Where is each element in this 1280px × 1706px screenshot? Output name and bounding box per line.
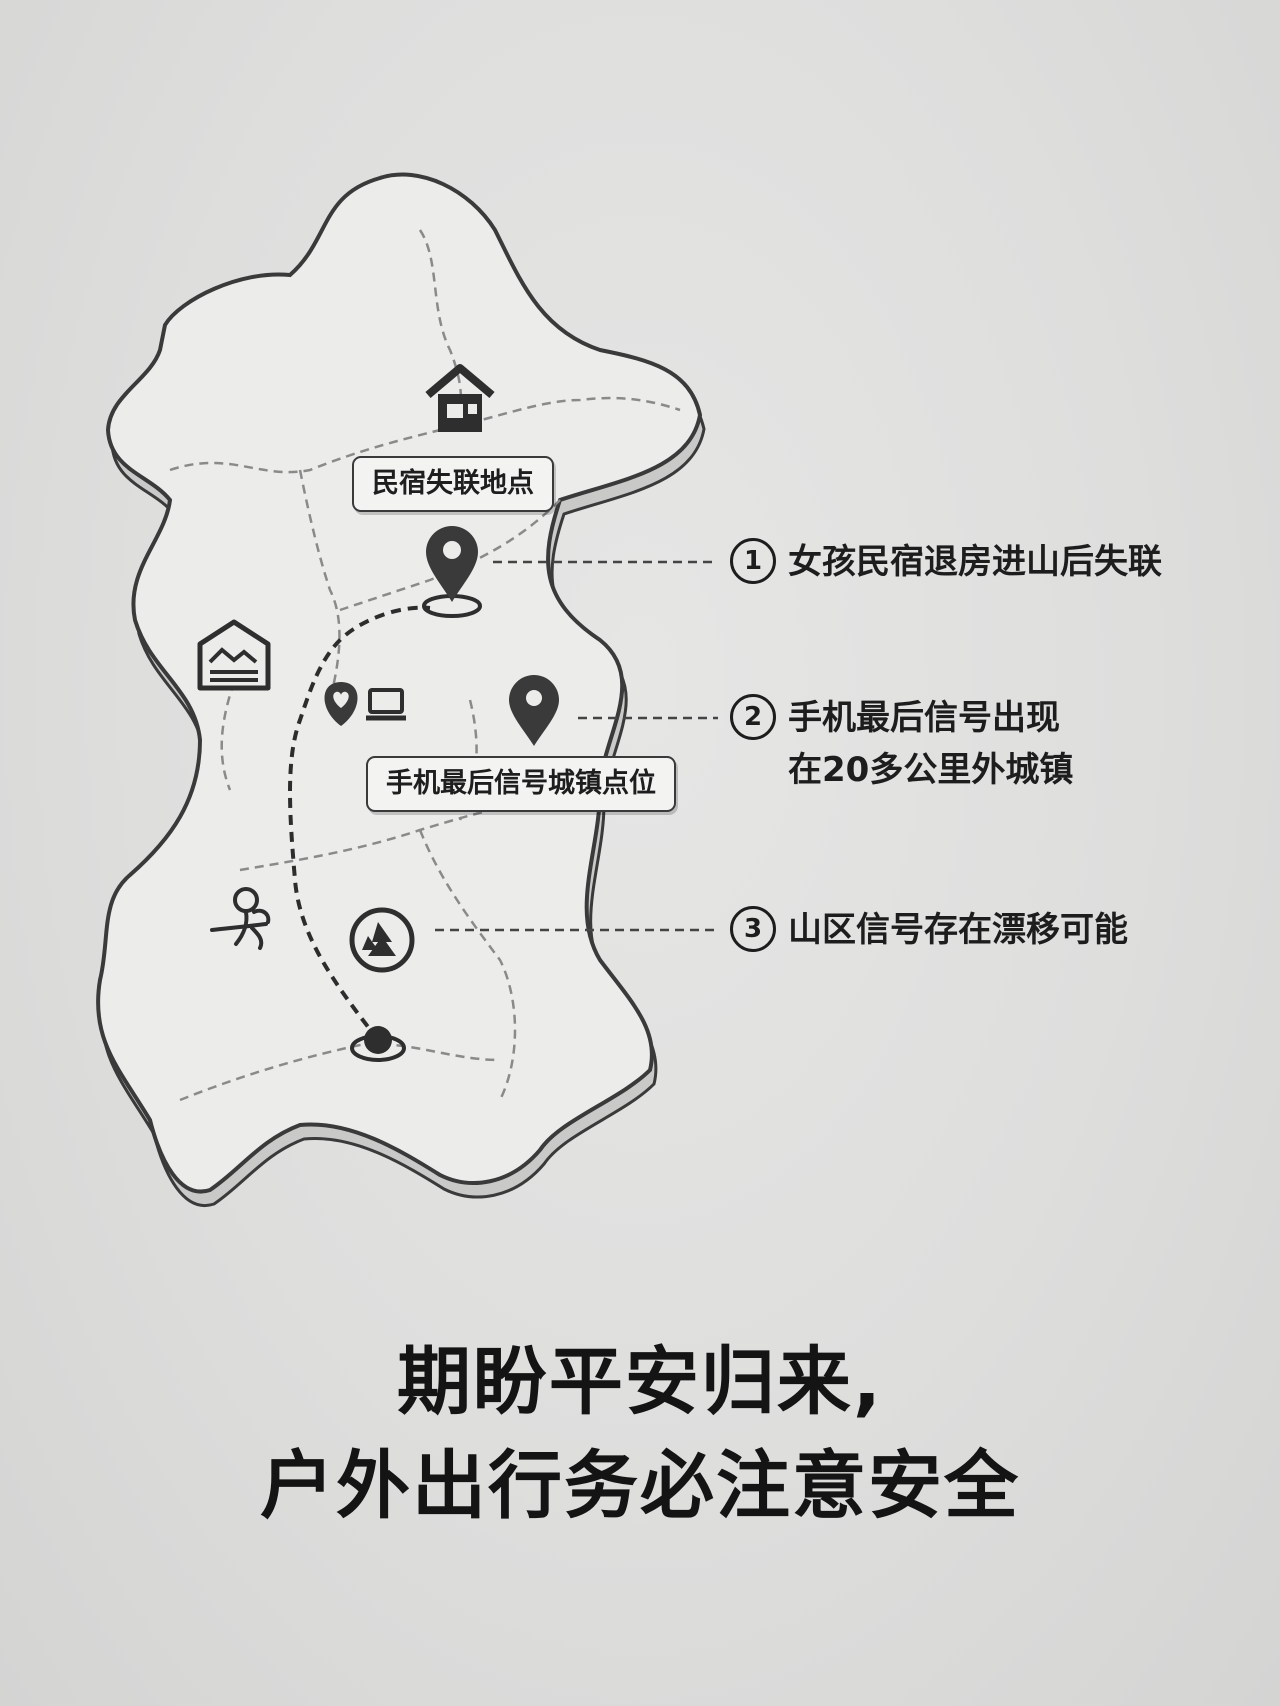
note-text: 手机最后信号出现 xyxy=(788,698,1060,738)
note-3: 3 山区信号存在漂移可能 xyxy=(730,904,1128,956)
note-number: 2 xyxy=(730,693,776,740)
origin-dot-icon xyxy=(350,1026,406,1062)
headline-line-1: 期盼平安归来, xyxy=(396,1339,884,1425)
note-number: 1 xyxy=(730,537,776,584)
location-pin-icon xyxy=(422,526,482,618)
homestay-label: 民宿失联地点 xyxy=(352,456,554,512)
map-land xyxy=(96,172,703,1194)
note-number: 3 xyxy=(730,905,776,952)
note-2: 2 手机最后信号出现 在20多公里外城镇 xyxy=(730,692,1073,796)
forest-badge-icon xyxy=(349,907,415,973)
hiker-icon xyxy=(210,887,271,950)
house-icon xyxy=(425,364,495,432)
note-text: 女孩民宿退房进山后失联 xyxy=(788,542,1162,582)
route-path xyxy=(288,605,431,1042)
headline-line-2: 户外出行务必注意安全 xyxy=(260,1443,1020,1529)
note-1: 1 女孩民宿退房进山后失联 xyxy=(730,536,1162,588)
note-text: 山区信号存在漂移可能 xyxy=(788,910,1128,950)
phone-town-label: 手机最后信号城镇点位 xyxy=(366,756,676,812)
building-icon xyxy=(197,619,271,691)
laptop-icon xyxy=(366,688,406,721)
headline: 期盼平安归来, 户外出行务必注意安全 xyxy=(0,1330,1280,1538)
leader-lines xyxy=(435,560,718,932)
phone-town-pin-icon xyxy=(509,675,559,746)
note-text-line2: 在20多公里外城镇 xyxy=(788,750,1074,790)
heart-pin-icon xyxy=(324,682,358,726)
